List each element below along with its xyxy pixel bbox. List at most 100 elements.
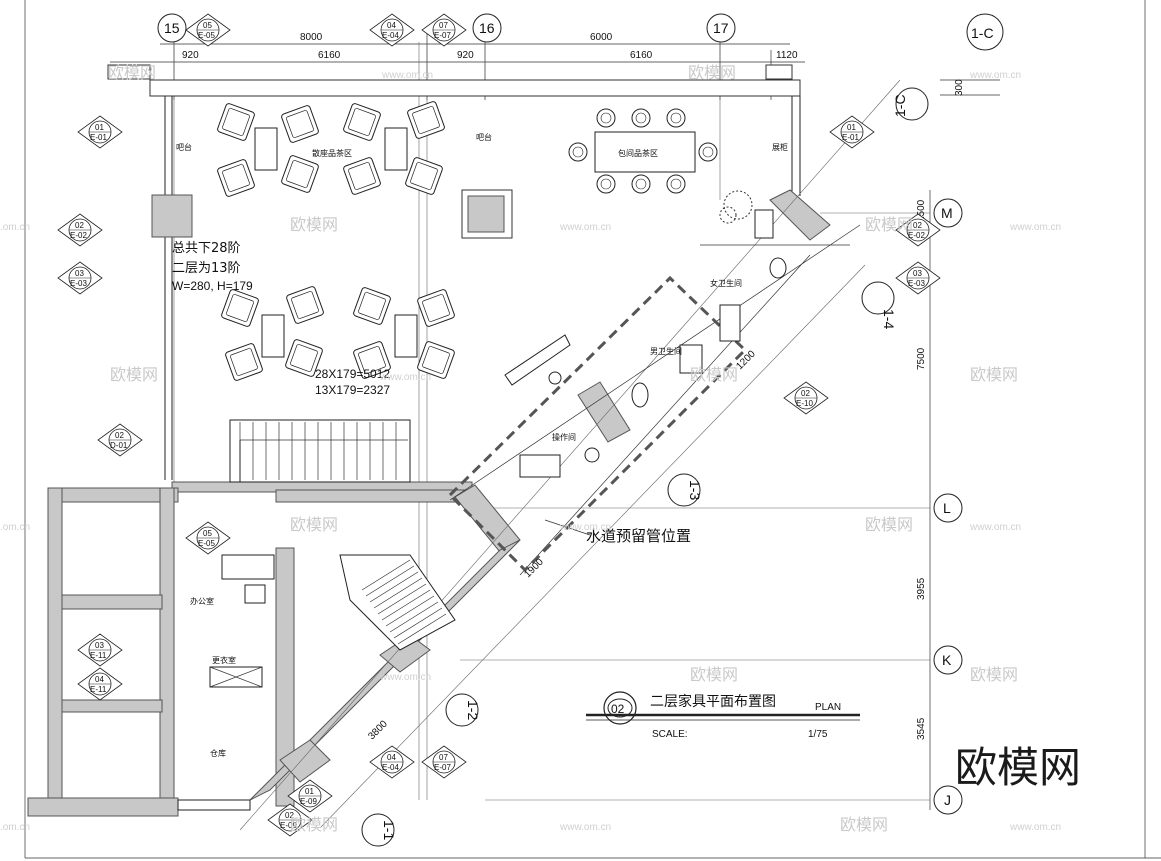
watermark-brand: 欧模网	[690, 365, 738, 384]
marker-number: 05	[203, 529, 212, 538]
elevation-markers: 05E-0504E-0407E-0701E-0101E-0102E-0203E-…	[57, 13, 941, 837]
marker-sheet: E-02	[70, 231, 87, 240]
stair-note-2: 二层为13阶	[172, 261, 241, 276]
dining-chair	[666, 174, 686, 194]
marker-number: 01	[95, 123, 104, 132]
building-walls	[27, 64, 831, 817]
watermark-url: www.om.cn	[1009, 222, 1061, 233]
elevation-marker-m11: 05E-05	[185, 521, 231, 555]
room-bar-left: 吧台	[176, 142, 192, 152]
scale-value: 1/75	[808, 729, 828, 740]
marker-sheet: E-01	[842, 133, 859, 142]
marker-number: 03	[913, 269, 922, 278]
watermark-brand: 欧模网	[865, 515, 913, 534]
watermark-url: www.om.cn	[379, 372, 431, 383]
lounge-chair	[217, 159, 255, 197]
grid-bubble-k: K	[933, 645, 963, 675]
marker-sheet: E-11	[90, 685, 107, 694]
stair-note-3: W=280, H=179	[172, 279, 253, 293]
room-storage: 仓库	[210, 748, 226, 758]
grid-bubble-diag-1-2: 1-2	[445, 693, 481, 727]
dining-chair	[631, 108, 651, 128]
marker-number: 04	[387, 753, 396, 762]
watermark-brand: 欧模网	[970, 365, 1018, 384]
dining-chair	[568, 142, 588, 162]
watermark-brand: 欧模网	[290, 215, 338, 234]
lounge-chairs	[217, 101, 455, 381]
dim-right-3955: 3955	[916, 577, 927, 600]
marker-sheet: E-07	[434, 763, 451, 772]
elevation-marker-m8: 02E-02	[895, 213, 941, 247]
svg-text:1-C: 1-C	[971, 25, 994, 41]
room-female-wc: 女卫生间	[710, 278, 742, 288]
marker-number: 05	[203, 21, 212, 30]
marker-sheet: E-04	[382, 31, 399, 40]
marker-sheet: E-03	[70, 279, 87, 288]
private-room-table	[594, 131, 696, 173]
lounge-chair	[221, 289, 259, 327]
drawing-title-block: 02 二层家具平面布置图 PLAN SCALE: 1/75	[586, 691, 860, 740]
elevation-marker-m10: 02D-01	[97, 423, 143, 457]
elevation-marker-m17: 02E-09	[267, 803, 313, 837]
room-bar-center: 吧台	[476, 132, 492, 142]
stair-main	[229, 419, 411, 483]
stair-calc-1: 28X179=5012	[315, 367, 390, 381]
marker-number: 02	[285, 811, 294, 820]
stair-tread	[361, 559, 411, 591]
marker-number: 02	[801, 389, 810, 398]
marker-sheet: E-04	[382, 763, 399, 772]
title-plan-en: PLAN	[815, 702, 841, 713]
marker-number: 02	[75, 221, 84, 230]
stair-lower	[339, 554, 456, 651]
watermark-brand: 欧模网	[840, 815, 888, 834]
dim-right-7500: 7500	[916, 347, 927, 370]
stair-note-1: 总共下28阶	[172, 241, 241, 256]
lounge-chair	[225, 343, 263, 381]
svg-text:15: 15	[164, 20, 180, 36]
marker-sheet: E-11	[90, 651, 107, 660]
lounge-table-3	[261, 314, 285, 358]
water-pipe-note: 水道预留管位置	[586, 527, 691, 545]
watermark-url-partial: .om.cn	[0, 222, 30, 233]
grid-bubble-diag-1-1: 1-1	[361, 813, 397, 847]
elevation-marker-m16: 01E-09	[287, 779, 333, 813]
lounge-chair	[353, 341, 391, 379]
room-changing: 更衣室	[212, 655, 236, 665]
wc-fixtures	[504, 209, 787, 478]
lounge-chair	[417, 289, 455, 327]
stair-tread	[365, 565, 415, 597]
dim-top-6000: 6000	[590, 32, 613, 43]
grid-bubble-1c-corner: 1-C	[966, 13, 1004, 51]
dim-top-920a: 920	[182, 50, 199, 61]
lounge-table-1	[254, 127, 278, 171]
dim-top-6160a: 6160	[318, 50, 341, 61]
elevation-marker-m4: 01E-01	[77, 115, 123, 149]
watermark-url: www.om.cn	[1009, 822, 1061, 833]
stair-calc-2: 13X179=2327	[315, 383, 390, 397]
watermark-url-partial: .om.cn	[0, 822, 30, 833]
stair-tread	[377, 583, 427, 615]
scale-label: SCALE:	[652, 729, 688, 740]
marker-number: 02	[913, 221, 922, 230]
lounge-chair	[286, 286, 324, 324]
lounge-table-4	[394, 314, 418, 358]
watermark-url: www.om.cn	[559, 522, 611, 533]
grid-bubble-j: J	[933, 785, 963, 815]
stair-tread	[385, 595, 435, 627]
dim-top-8000: 8000	[300, 32, 323, 43]
svg-text:J: J	[944, 792, 951, 808]
elevation-marker-m5: 01E-01	[829, 115, 875, 149]
lounge-chair	[405, 157, 443, 195]
grid-bubble-16: 16	[472, 13, 502, 43]
elevation-marker-m3: 07E-07	[421, 13, 467, 47]
grid-bubble-diag-1-4: 1-4	[861, 281, 897, 329]
watermark-url: www.om.cn	[381, 70, 433, 81]
title-main: 二层家具平面布置图	[650, 693, 776, 710]
marker-number: 04	[387, 21, 396, 30]
grid-bubble-diag-1c: 1-C	[892, 87, 929, 121]
lounge-table-2	[384, 127, 408, 171]
grid-bubble-15: 15	[157, 13, 187, 43]
marker-number: 07	[439, 753, 448, 762]
marker-sheet: D-01	[110, 441, 128, 450]
